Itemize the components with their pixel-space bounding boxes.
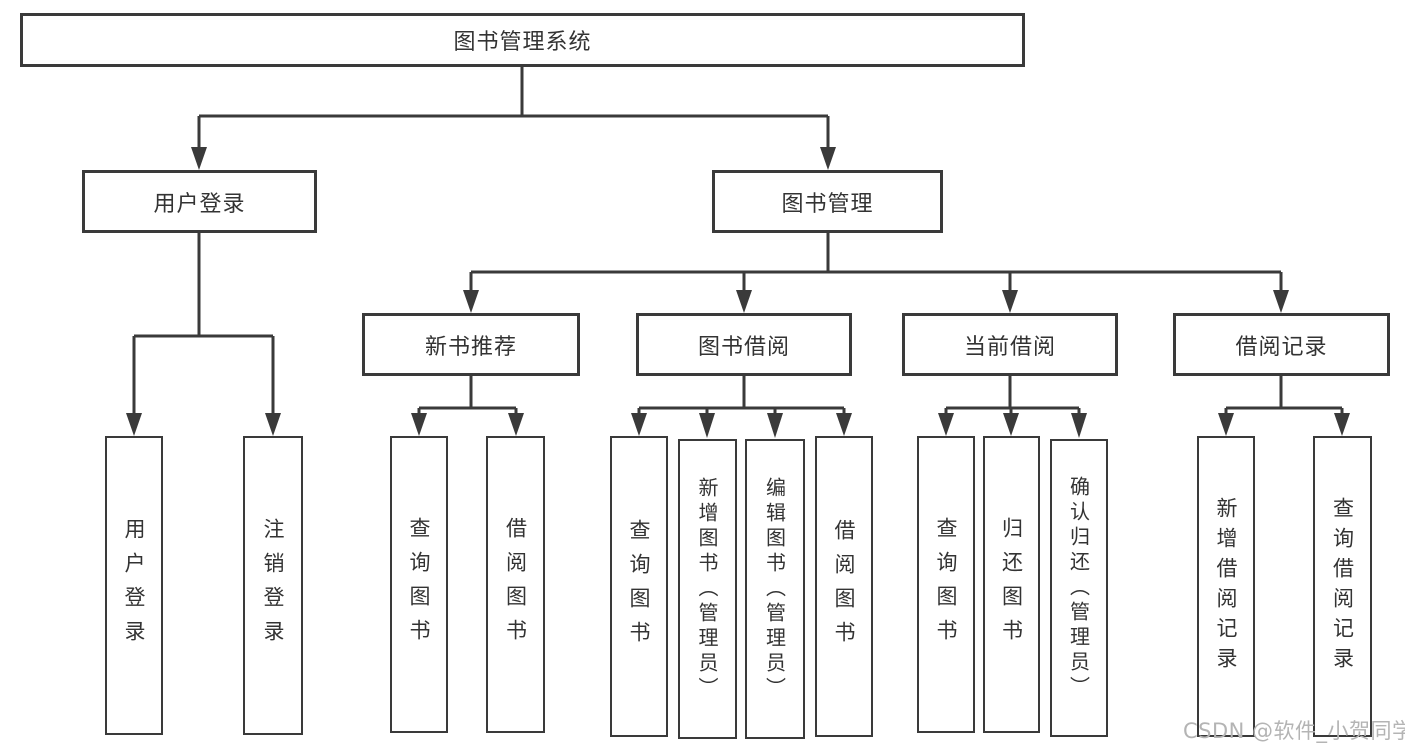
leaf-label: 注销登录	[261, 517, 285, 654]
node-current-borrowing: 当前借阅	[902, 313, 1118, 376]
node-label: 图书借阅	[697, 334, 790, 360]
node-label: 当前借阅	[963, 334, 1056, 360]
leaf-label: 新增借阅记录	[1214, 496, 1238, 677]
csdn-watermark: CSDN @软件_小贺同学	[1183, 719, 1405, 743]
node-label: 借阅记录	[1235, 334, 1328, 360]
leaf-label: 查询图书	[407, 516, 431, 653]
leaf-label: 查询图书	[934, 516, 958, 653]
leaf-query-books-3: 查询图书	[917, 436, 975, 733]
leaf-label: 用户登录	[122, 517, 146, 654]
leaf-confirm-return-admin: 确认归还（管理员）	[1050, 439, 1108, 737]
node-user-login: 用户登录	[82, 170, 317, 233]
leaf-edit-books-admin: 编辑图书（管理员）	[745, 439, 805, 739]
leaf-label: 借阅图书	[503, 516, 528, 653]
node-label: 用户登录	[153, 191, 246, 217]
leaf-label: 编辑图书（管理员）	[762, 476, 787, 702]
node-book-management: 图书管理	[712, 170, 943, 233]
leaf-label: 查询借阅记录	[1330, 496, 1355, 677]
leaf-add-borrow-record: 新增借阅记录	[1197, 436, 1255, 737]
leaf-user-login: 用户登录	[105, 436, 163, 735]
leaf-query-books-1: 查询图书	[390, 436, 448, 733]
leaf-label: 查询图书	[627, 518, 651, 655]
leaf-label: 借阅图书	[832, 518, 856, 655]
node-label: 图书管理系统	[453, 30, 592, 55]
leaf-add-books-admin: 新增图书（管理员）	[678, 439, 737, 739]
leaf-query-borrow-record: 查询借阅记录	[1313, 436, 1372, 737]
node-label: 图书管理	[781, 191, 874, 217]
leaf-borrow-books-1: 借阅图书	[486, 436, 545, 733]
leaf-return-books: 归还图书	[983, 436, 1040, 733]
node-borrowing-records: 借阅记录	[1173, 313, 1390, 376]
leaf-query-books-2: 查询图书	[610, 436, 668, 737]
node-system-root: 图书管理系统	[20, 13, 1025, 67]
node-book-borrowing: 图书借阅	[636, 313, 852, 376]
leaf-label: 归还图书	[999, 516, 1024, 653]
node-label: 新书推荐	[424, 334, 517, 360]
leaf-label: 确认归还（管理员）	[1066, 475, 1091, 701]
node-new-book-recommend: 新书推荐	[362, 313, 580, 376]
leaf-logout: 注销登录	[243, 436, 303, 735]
leaf-label: 新增图书（管理员）	[695, 476, 719, 702]
leaf-borrow-books-2: 借阅图书	[815, 436, 873, 737]
